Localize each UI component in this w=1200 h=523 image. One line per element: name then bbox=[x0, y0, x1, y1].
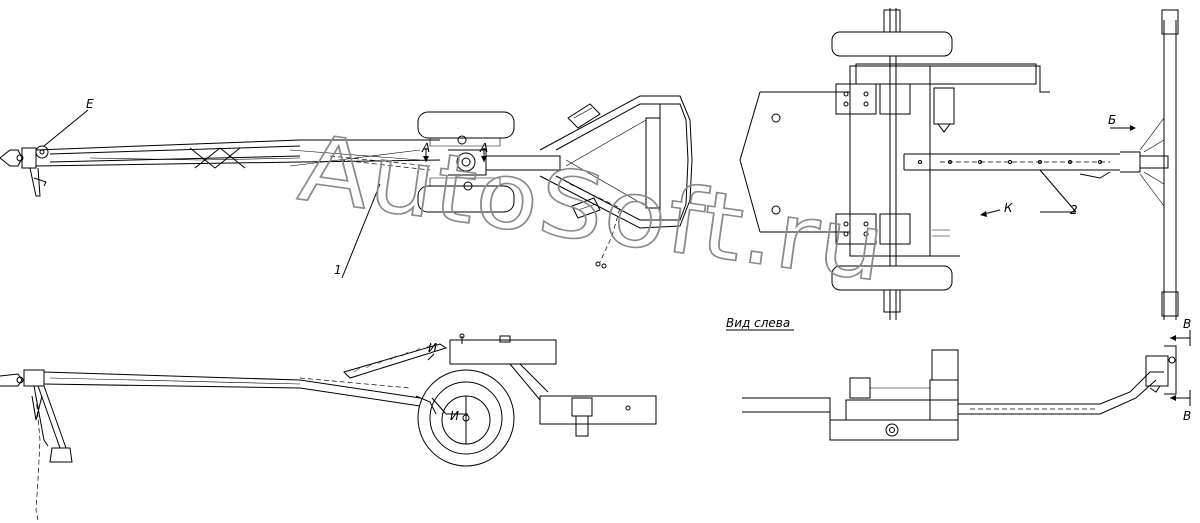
axle-hub bbox=[448, 149, 561, 176]
label-i-lower: И bbox=[450, 409, 459, 423]
bottom-right-left-view bbox=[742, 345, 1177, 441]
side-wheel bbox=[417, 369, 515, 467]
side-body-rear bbox=[539, 395, 657, 425]
top-plan-view bbox=[0, 95, 693, 269]
label-i-upper: И bbox=[428, 341, 437, 355]
label-2: 2 bbox=[1070, 203, 1078, 217]
chassis-top-wheel bbox=[831, 31, 953, 57]
label-a-right: А bbox=[479, 141, 488, 155]
label-v-top: В bbox=[1183, 317, 1191, 331]
annotation-arrows bbox=[43, 109, 1191, 415]
label-1: 1 bbox=[334, 263, 342, 277]
hitch-eye-top bbox=[0, 145, 49, 197]
label-k: К bbox=[1004, 201, 1013, 215]
label-e: Е bbox=[86, 97, 94, 111]
drawbar-beams bbox=[35, 139, 441, 171]
top-right-chassis bbox=[739, 8, 1179, 320]
section-a-marks bbox=[423, 148, 487, 162]
watermark-text: AutoSoft.ru bbox=[293, 114, 892, 302]
label-b: Б bbox=[1108, 113, 1116, 127]
side-body-upper bbox=[449, 339, 557, 365]
triangular-frame bbox=[539, 95, 693, 269]
label-v-bottom: В bbox=[1183, 409, 1191, 423]
lower-wheel-plan bbox=[417, 177, 515, 213]
bottom-side-view bbox=[0, 333, 657, 521]
label-view-left: Вид слева bbox=[726, 316, 790, 330]
label-a-left: А bbox=[421, 141, 430, 155]
upper-wheel-plan bbox=[417, 111, 515, 147]
